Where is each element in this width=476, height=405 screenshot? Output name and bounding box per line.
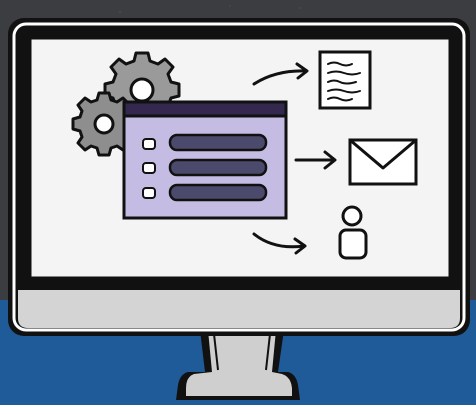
list-bar — [170, 185, 266, 200]
list-bar — [170, 160, 266, 175]
list-bar — [170, 135, 266, 150]
document-icon — [320, 52, 370, 108]
list-checkbox — [143, 163, 155, 173]
app-window-icon — [124, 102, 286, 218]
person-icon — [340, 207, 366, 258]
envelope-icon — [350, 140, 416, 184]
list-checkbox — [143, 188, 155, 198]
list-checkbox — [143, 139, 155, 149]
